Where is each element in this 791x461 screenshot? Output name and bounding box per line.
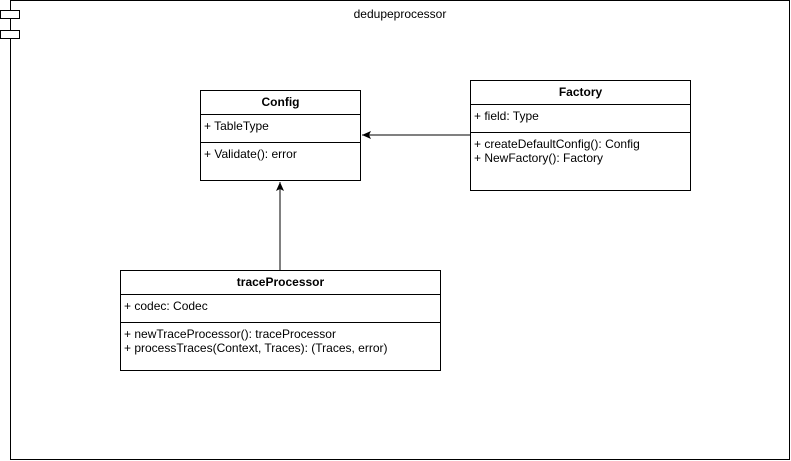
operation: + processTraces(Context, Traces): (Trace… (124, 341, 388, 355)
class-attributes: + codec: Codec (121, 295, 440, 323)
component-dedupeprocessor: dedupeprocessor (10, 0, 790, 460)
attribute: + TableType (204, 119, 269, 133)
attribute: + codec: Codec (124, 299, 208, 313)
class-name: traceProcessor (121, 271, 440, 295)
operation: + createDefaultConfig(): Config (474, 137, 640, 151)
component-port-icon-top (0, 10, 20, 19)
class-config[interactable]: Config + TableType + Validate(): error (200, 90, 361, 181)
component-port-icon-bottom (0, 30, 20, 39)
class-operations: + Validate(): error (201, 143, 360, 161)
operation: + Validate(): error (204, 147, 297, 161)
class-traceprocessor[interactable]: traceProcessor + codec: Codec + newTrace… (120, 270, 441, 371)
class-attributes: + field: Type (471, 105, 690, 133)
class-factory[interactable]: Factory + field: Type + createDefaultCon… (470, 80, 691, 191)
operation: + newTraceProcessor(): traceProcessor (124, 327, 336, 341)
class-operations: + newTraceProcessor(): traceProcessor + … (121, 323, 440, 355)
attribute: + field: Type (474, 109, 539, 123)
operation: + NewFactory(): Factory (474, 151, 604, 165)
class-operations: + createDefaultConfig(): Config + NewFac… (471, 133, 690, 165)
class-name: Factory (471, 81, 690, 105)
class-attributes: + TableType (201, 115, 360, 143)
class-name: Config (201, 91, 360, 115)
component-title: dedupeprocessor (353, 7, 447, 21)
